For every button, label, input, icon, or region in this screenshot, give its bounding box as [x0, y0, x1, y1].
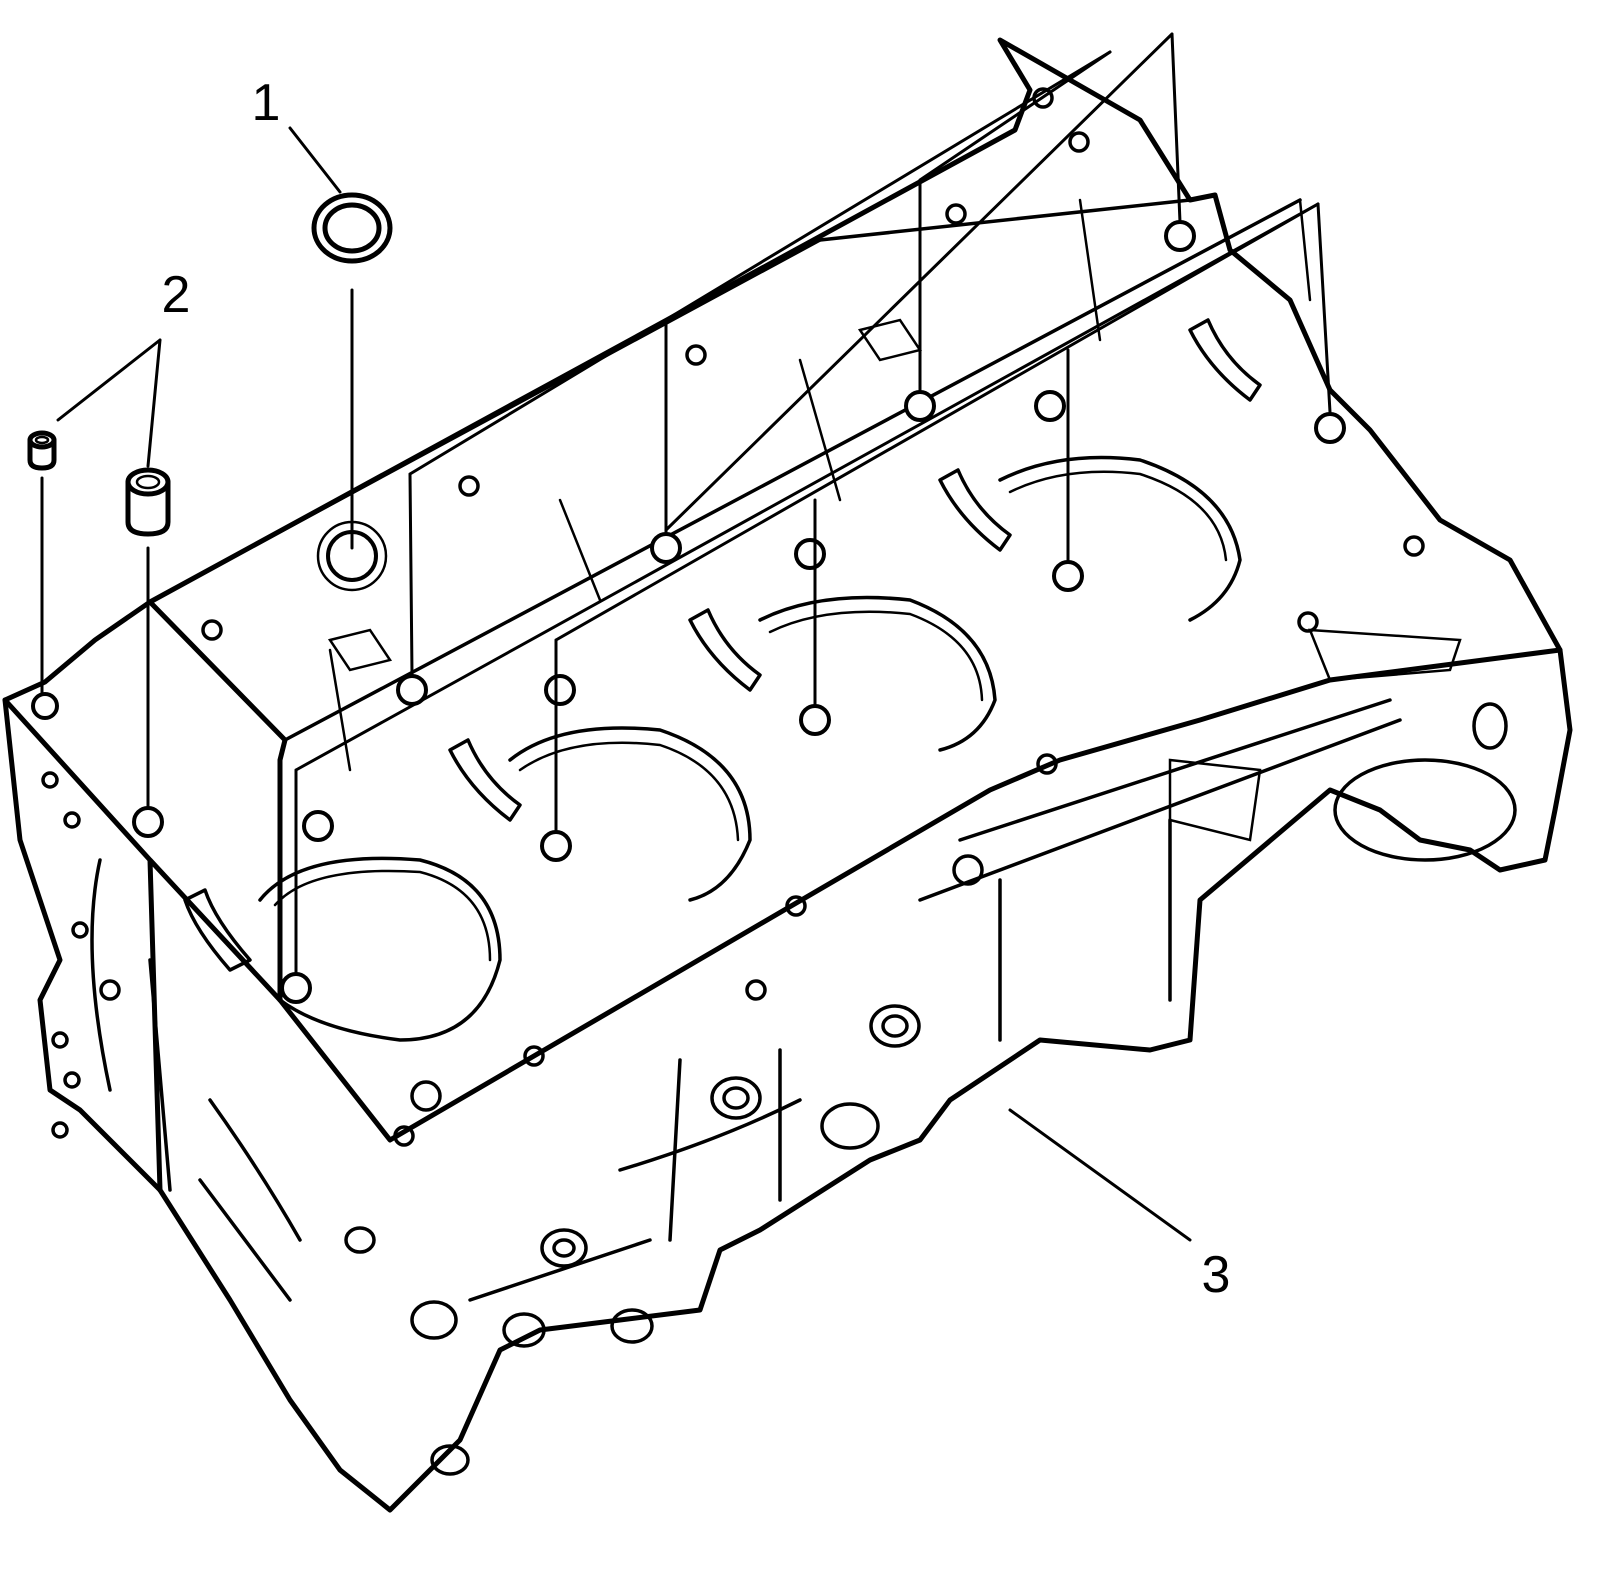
- small-holes: [41, 87, 1425, 1147]
- bore-3: [758, 595, 997, 752]
- bolt-holes: [31, 220, 1346, 1004]
- engine-block: [2, 37, 1573, 1513]
- callout-2: 2: [162, 266, 191, 324]
- water-jacket-slots: [183, 318, 1262, 972]
- o-ring-icon: [311, 192, 393, 264]
- callout-1: 1: [252, 74, 281, 132]
- callout-1-leader: [288, 126, 342, 194]
- callout-2-leader: [56, 338, 162, 468]
- bore-2: [508, 726, 752, 902]
- crankcase-bosses: [344, 702, 1517, 1476]
- block-deck-outline: [2, 37, 1573, 1513]
- dowel-pin-small-icon: [27, 430, 57, 471]
- callout-3: 3: [1202, 1246, 1231, 1304]
- callout-3-leader: [1008, 1108, 1192, 1242]
- cylinder-bores: [258, 455, 1242, 1042]
- leader-lines: [294, 32, 1332, 1242]
- block-left-face: [2, 697, 283, 1193]
- bore-4: [998, 455, 1242, 622]
- o-ring-part: [288, 126, 393, 550]
- deck-divider-2: [818, 198, 1192, 242]
- block-ribs: [90, 198, 1462, 1302]
- deck-divider-1: [148, 198, 1302, 742]
- deck-front-edge: [147, 599, 1563, 1143]
- bore-1: [258, 856, 502, 1042]
- dowel-pins-part: [27, 338, 171, 808]
- dowel-pin-large-icon: [125, 467, 171, 537]
